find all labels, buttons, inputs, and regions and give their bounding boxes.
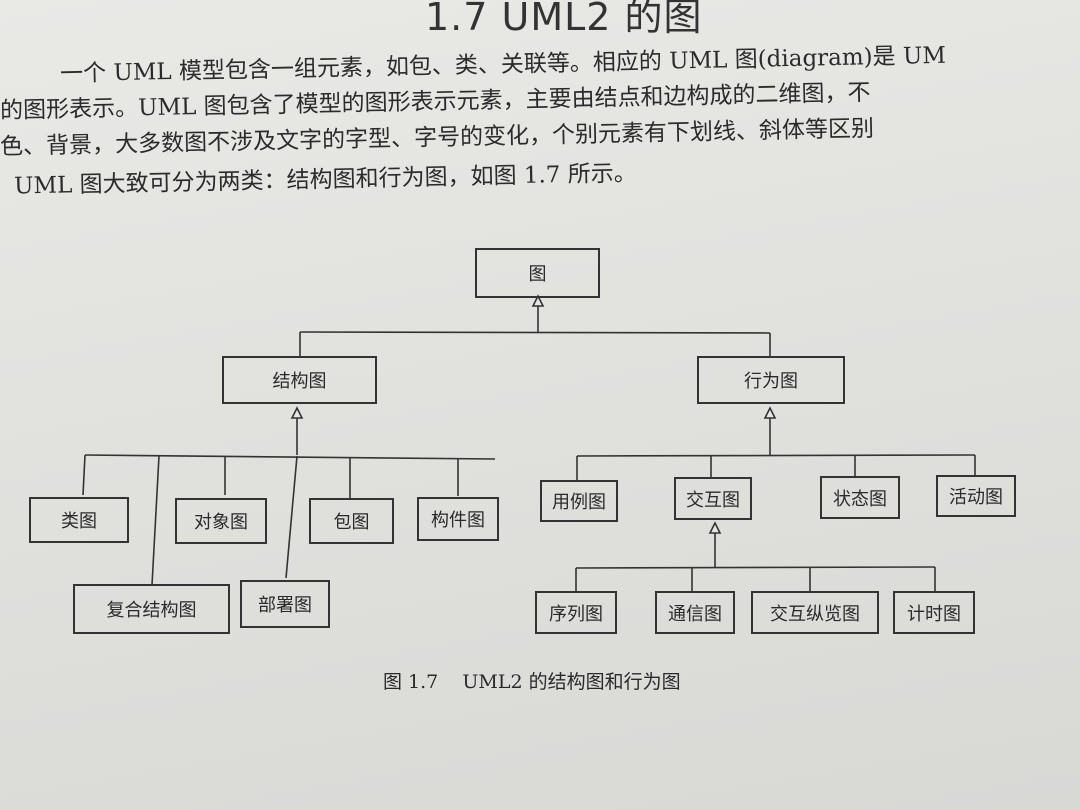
node-state-diagram: 状态图 <box>820 476 900 519</box>
node-interaction-overview-diagram: 交互纵览图 <box>751 591 879 634</box>
node-sequence-diagram: 序列图 <box>535 591 617 634</box>
node-diagram-root: 图 <box>475 248 600 298</box>
node-class-diagram: 类图 <box>29 497 129 543</box>
node-component-diagram: 构件图 <box>417 497 499 541</box>
node-behavior-diagram: 行为图 <box>697 356 845 404</box>
node-communication-diagram: 通信图 <box>655 591 735 634</box>
node-interaction-diagram: 交互图 <box>674 477 752 520</box>
node-activity-diagram: 活动图 <box>936 475 1016 517</box>
node-use-case-diagram: 用例图 <box>540 480 618 522</box>
section-title: 1.7 UML2 的图 <box>425 0 703 39</box>
node-timing-diagram: 计时图 <box>893 591 975 634</box>
node-object-diagram: 对象图 <box>175 498 267 544</box>
node-composite-structure-diagram: 复合结构图 <box>73 584 230 634</box>
node-deployment-diagram: 部署图 <box>240 580 330 628</box>
node-package-diagram: 包图 <box>309 498 394 544</box>
node-structure-diagram: 结构图 <box>222 356 377 404</box>
figure-caption: 图 1.7 UML2 的结构图和行为图 <box>383 671 681 693</box>
